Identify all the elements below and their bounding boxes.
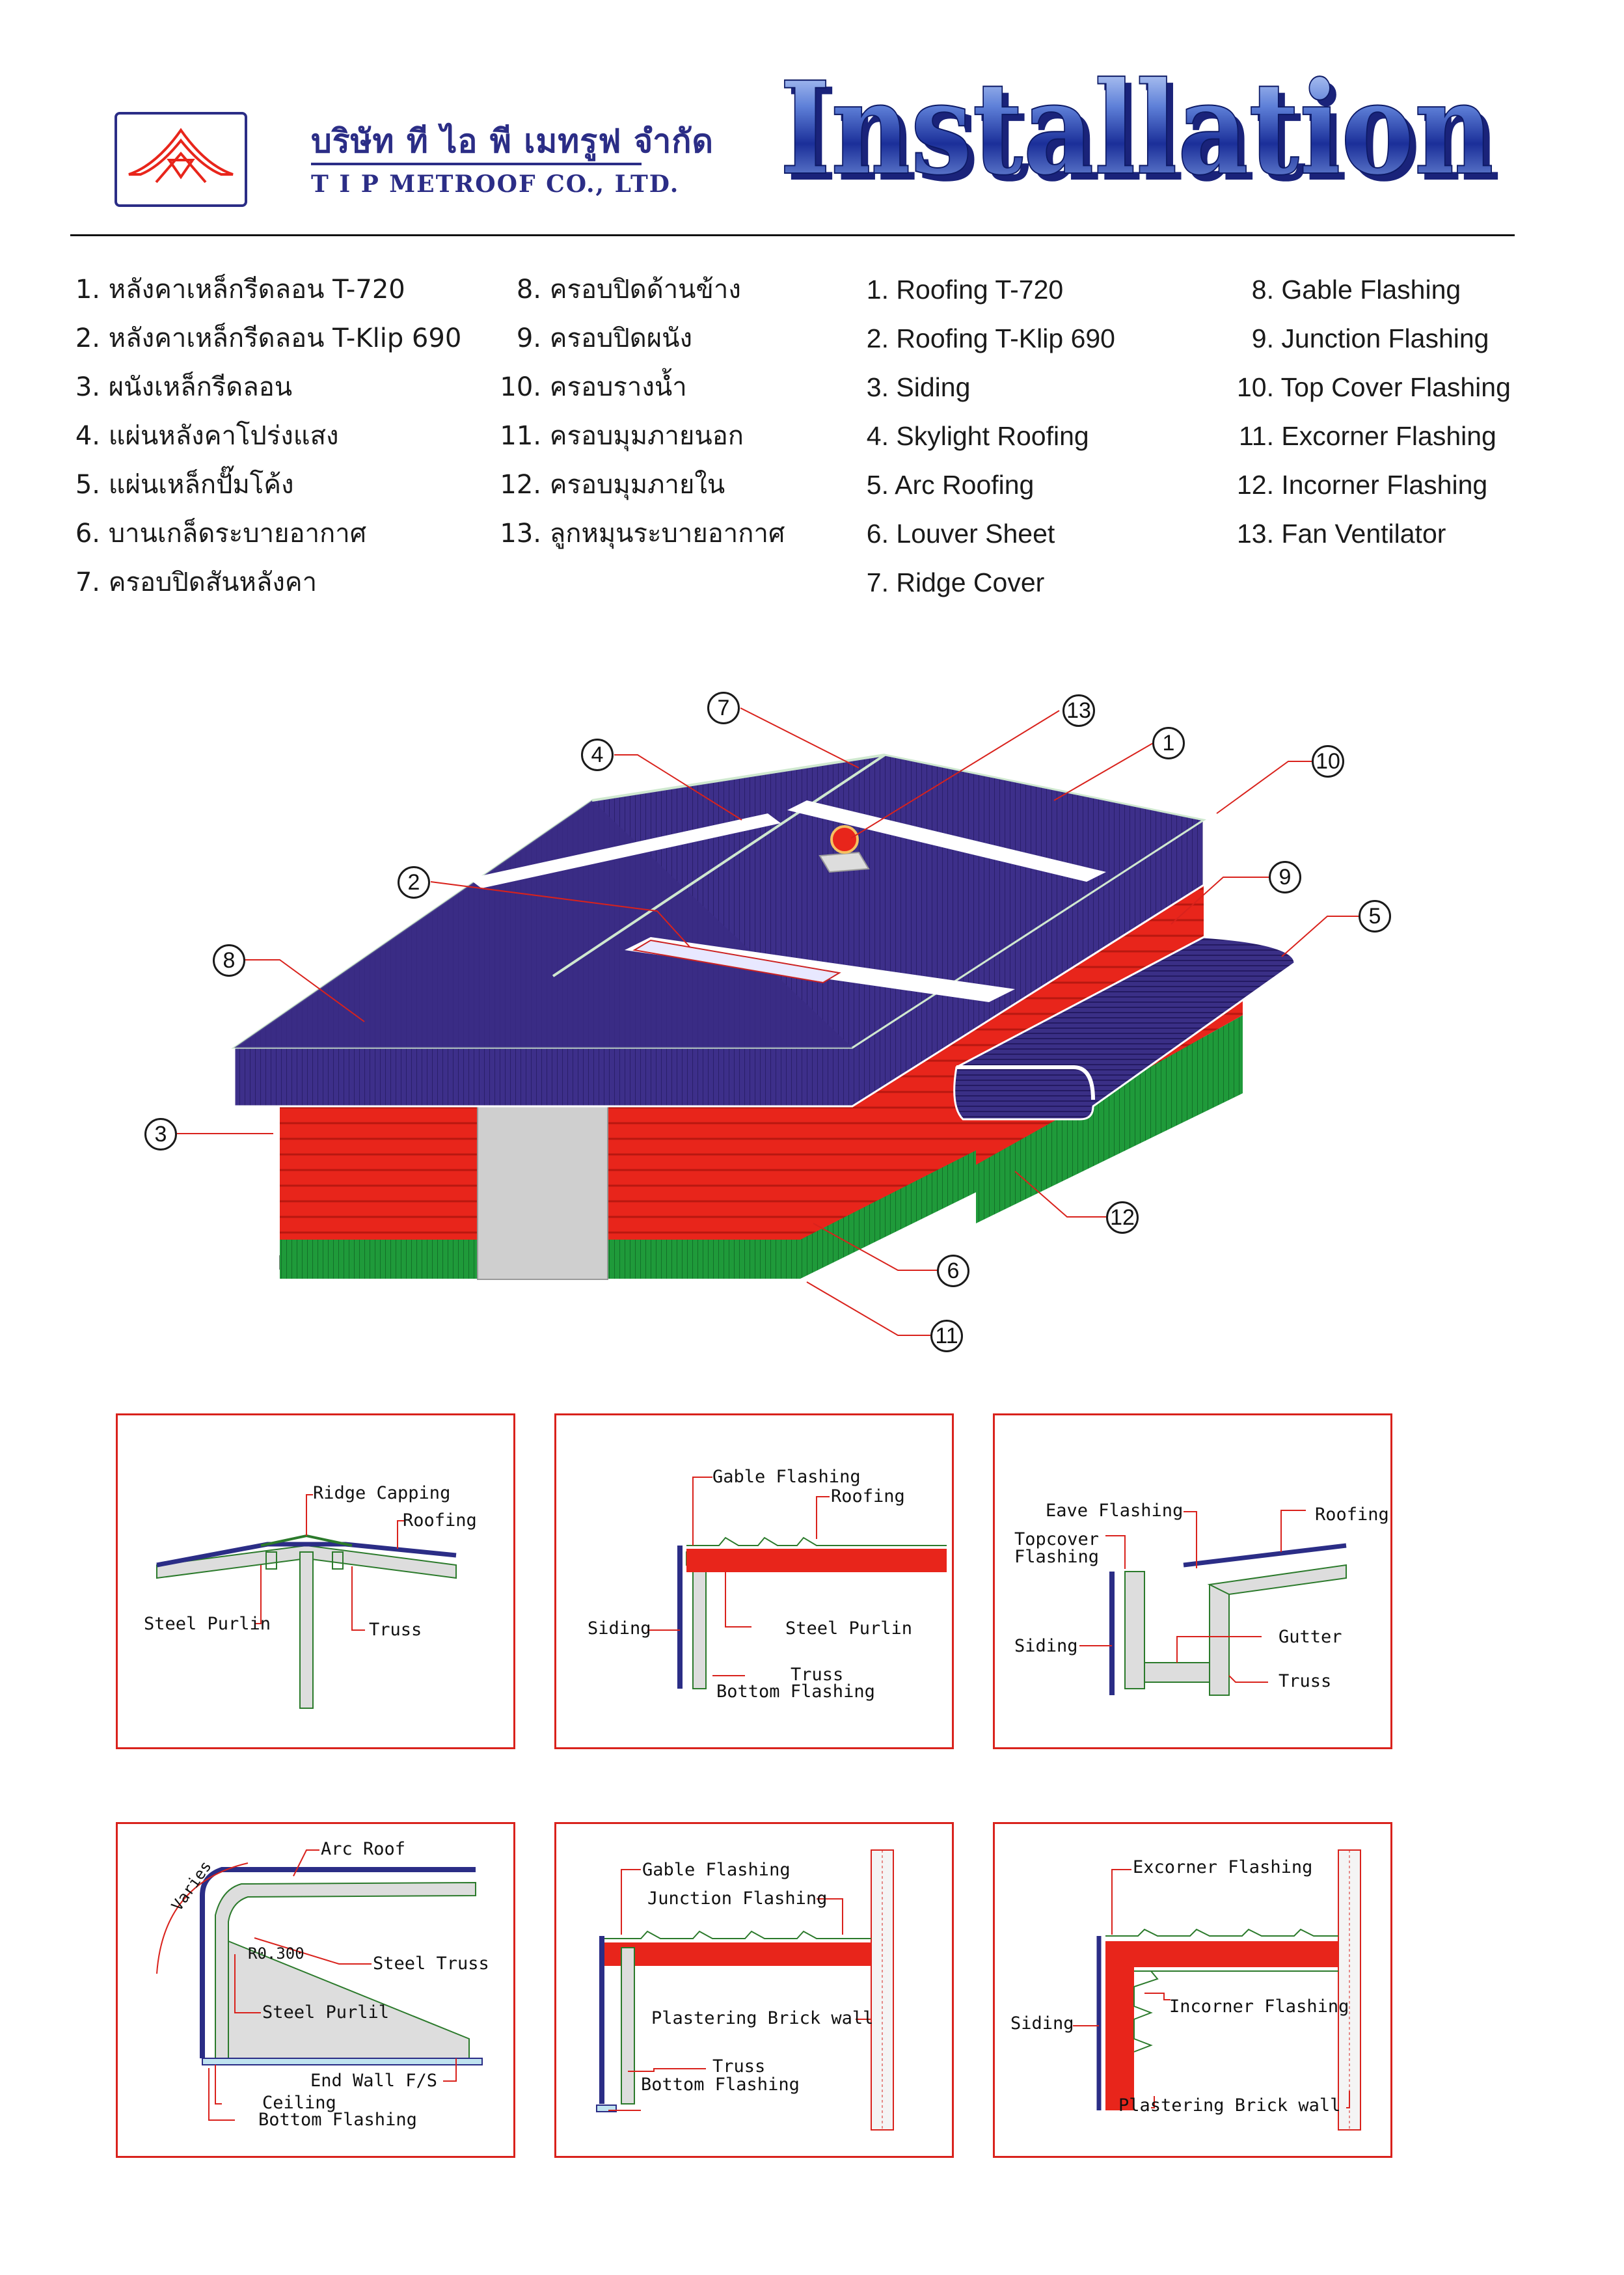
list-item: 9. Junction Flashing [1251, 323, 1489, 353]
company-name-english: T I P METROOF CO., LTD. [311, 170, 680, 198]
callout-3: 3 [144, 1118, 177, 1151]
list-item: 11. Excorner Flashing [1239, 421, 1496, 451]
parts-list-english-1: 1. Roofing T-720 2. Roofing T-Klip 690 3… [864, 266, 1115, 607]
arc-roofing [953, 936, 1296, 1121]
callout-12: 12 [1106, 1201, 1139, 1234]
callout-8: 8 [213, 944, 245, 977]
list-item: 1. Roofing T-720 [866, 275, 1064, 305]
skylight-roofing [632, 939, 841, 984]
skylight-strip [468, 813, 781, 888]
list-item: 2. Roofing T-Klip 690 [866, 323, 1115, 353]
list-item: 5. Arc Roofing [866, 470, 1035, 500]
building-illustration [177, 707, 1362, 1336]
detail-gable-flashing: Gable Flashing Roofing Siding Steel Purl… [554, 1413, 954, 1749]
parts-list-thai-2: 8. ครอบปิดด้านข้าง 9. ครอบปิดผนัง 10. คร… [494, 266, 785, 558]
callout-2: 2 [398, 866, 430, 899]
list-item: 4. Skylight Roofing [866, 421, 1089, 451]
list-item: 6. บานเกล็ดระบายอากาศ [75, 519, 367, 549]
callout-5: 5 [1359, 900, 1391, 933]
page-title: Installation Installation [779, 53, 1500, 210]
detail-arc-roof: Arc Roof Varies R0.300 Steel Truss Steel… [116, 1822, 515, 2158]
list-item: 5. แผ่นเหล็กปั๊มโค้ง [75, 470, 294, 500]
list-item: 11. ครอบมุมภายนอก [500, 421, 744, 451]
list-item: 13. Fan Ventilator [1237, 519, 1446, 549]
parts-list-english-2: 8. Gable Flashing 9. Junction Flashing 1… [1228, 266, 1511, 558]
list-item: 6. Louver Sheet [866, 519, 1055, 549]
detail-ridge-capping: Ridge Capping Roofing Steel Purlin Truss [116, 1413, 515, 1749]
list-item: 3. ผนังเหล็กรีดลอน [75, 372, 293, 402]
list-item: 8. ครอบปิดด้านข้าง [516, 275, 741, 305]
svg-text:Installation: Installation [779, 54, 1494, 204]
callout-11: 11 [930, 1320, 963, 1352]
detail-incorner-flashing: Excorner Flashing Siding Incorner Flashi… [993, 1822, 1392, 2158]
list-item: 7. ครอบปิดสันหลังคา [75, 567, 318, 597]
list-item: 10. Top Cover Flashing [1237, 372, 1511, 402]
company-name-thai: บริษัท ที ไอ พี เมทรูฟ จำกัด [311, 122, 714, 160]
fan-ventilator [830, 825, 859, 854]
ridge-cover [552, 754, 886, 977]
company-name-divider [311, 163, 642, 165]
callout-1: 1 [1152, 727, 1185, 759]
svg-text:Installation: Installation [786, 61, 1500, 210]
list-item: 13. ลูกหมุนระบายอากาศ [500, 519, 785, 549]
callout-9: 9 [1269, 861, 1301, 893]
list-item: 3. Siding [866, 372, 971, 402]
header-rule [70, 234, 1515, 236]
list-item: 8. Gable Flashing [1251, 275, 1461, 305]
list-item: 12. Incorner Flashing [1237, 470, 1488, 500]
detail-junction-flashing: Gable Flashing Junction Flashing Plaster… [554, 1822, 954, 2158]
callout-6: 6 [937, 1255, 969, 1287]
callout-10: 10 [1312, 745, 1344, 778]
list-item: 1. หลังคาเหล็กรีดลอน T-720 [75, 275, 405, 305]
callout-4: 4 [581, 739, 614, 771]
parts-list-thai-1: 1. หลังคาเหล็กรีดลอน T-720 2. หลังคาเหล็… [72, 266, 461, 607]
list-item: 7. Ridge Cover [866, 567, 1045, 597]
list-item: 12. ครอบมุมภายใน [500, 470, 725, 500]
callout-13: 13 [1062, 694, 1095, 727]
list-item: 4. แผ่นหลังคาโปร่งแสง [75, 421, 339, 451]
detail-eave-flashing: Eave Flashing Roofing Topcover Flashing … [993, 1413, 1392, 1749]
list-item: 2. หลังคาเหล็กรีดลอน T-Klip 690 [75, 323, 462, 353]
roof-logo-icon [128, 128, 234, 184]
callout-7: 7 [707, 692, 740, 724]
list-item: 9. ครอบปิดผนัง [516, 323, 693, 353]
list-item: 10. ครอบรางน้ำ [500, 372, 687, 402]
door-opening [477, 1099, 608, 1280]
company-logo [115, 112, 247, 207]
